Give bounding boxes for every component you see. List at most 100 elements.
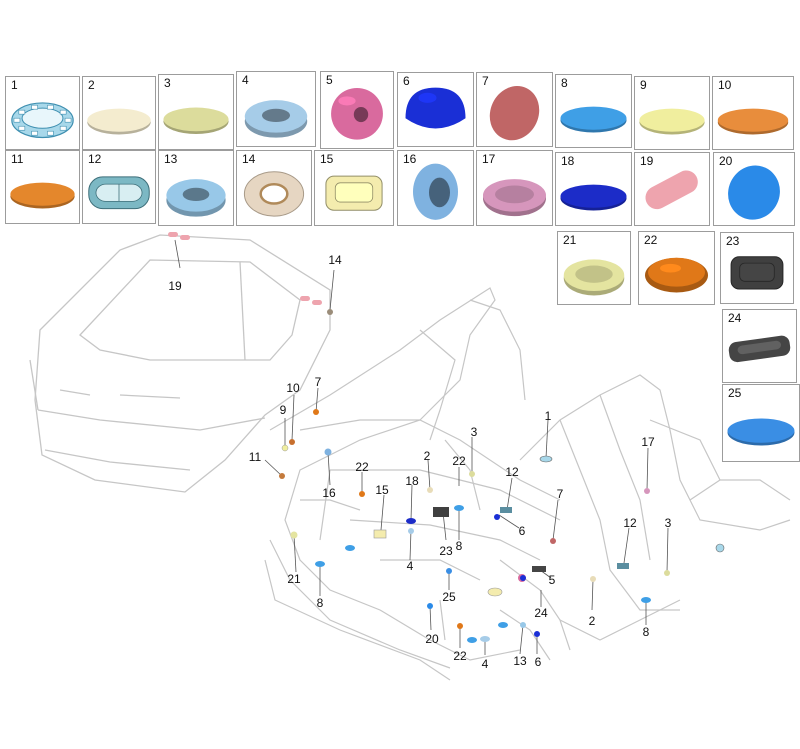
part-1-lattice-ring-icon (11, 102, 74, 139)
part-tile-19: 19 (634, 152, 710, 226)
part-tile-number: 1 (11, 78, 18, 92)
part-3-flat-disc-icon (163, 107, 229, 134)
part-8-flat-disc-icon (560, 106, 627, 133)
part-tile-5: 5 (320, 71, 394, 149)
part-9-flat-disc-icon (639, 108, 705, 135)
callout-3: 3 (665, 516, 672, 530)
part-tile-number: 19 (640, 154, 654, 168)
part-25-flat-disc-icon (727, 418, 795, 446)
part-tile-number: 3 (164, 76, 171, 90)
marker-6-c (520, 575, 526, 581)
marker-8-a (454, 505, 464, 511)
leader-lines (174, 239, 669, 655)
callout-5: 5 (549, 573, 556, 587)
marker-8-c (345, 545, 355, 551)
part-tile-24: 24 (722, 309, 797, 383)
part-tile-2: 2 (82, 76, 156, 150)
marker-2 (427, 487, 433, 493)
callout-2: 2 (424, 449, 431, 463)
part-tile-6: 6 (397, 72, 474, 147)
marker-12-b (617, 563, 629, 569)
part-tile-15: 15 (314, 150, 394, 226)
callout-7: 7 (557, 487, 564, 501)
part-tile-11: 11 (5, 150, 80, 224)
part-tile-number: 17 (482, 152, 496, 166)
marker-18 (406, 518, 416, 524)
part-tile-18: 18 (555, 152, 632, 226)
callout-18: 18 (405, 474, 419, 488)
part-16-side-ring-icon (413, 163, 458, 220)
callout-8: 8 (643, 625, 650, 639)
callout-24: 24 (534, 606, 548, 620)
callout-4: 4 (407, 559, 414, 573)
callout-7: 7 (315, 375, 322, 389)
part-tile-number: 7 (482, 74, 489, 88)
part-tile-number: 5 (326, 73, 333, 87)
part-22-dome-disc-icon (645, 257, 708, 293)
part-tile-8: 8 (555, 74, 632, 148)
part-6-bulb-plug-icon (405, 87, 466, 129)
marker-22-d (487, 587, 503, 597)
part-tile-3: 3 (158, 74, 234, 150)
part-tile-17: 17 (476, 150, 553, 226)
part-tile-25: 25 (722, 384, 800, 462)
part-tile-9: 9 (634, 76, 710, 150)
marker-24 (532, 566, 546, 572)
part-tile-14: 14 (236, 150, 312, 226)
callout-9: 9 (280, 403, 287, 417)
callout-22: 22 (452, 454, 466, 468)
callout-22: 22 (453, 649, 467, 663)
marker-25 (446, 568, 452, 574)
callout-6: 6 (535, 655, 542, 669)
marker-7 (550, 538, 556, 544)
part-tile-number: 2 (88, 78, 95, 92)
part-tile-number: 8 (561, 76, 568, 90)
callout-23: 23 (439, 544, 453, 558)
callout-20: 20 (425, 632, 439, 646)
callout-15: 15 (375, 483, 389, 497)
marker-1-b (715, 543, 725, 553)
part-23-square-frame-icon (730, 256, 784, 290)
part-7-tilted-disc-icon (489, 86, 540, 141)
callout-8: 8 (317, 596, 324, 610)
marker-22-c (313, 409, 319, 415)
part-tile-number: 24 (728, 311, 742, 325)
part-2-flat-disc-icon (87, 108, 151, 135)
marker-8-f (467, 637, 477, 643)
marker-3 (469, 471, 475, 477)
marker-23 (433, 507, 449, 517)
part-10-flat-disc-icon (717, 108, 789, 135)
part-tile-number: 11 (11, 152, 24, 166)
callout-14: 14 (328, 253, 342, 267)
callout-12: 12 (623, 516, 637, 530)
part-tile-1: 1 (5, 76, 80, 150)
callout-8: 8 (456, 539, 463, 553)
installed-parts-markers (168, 232, 725, 643)
part-24-rect-plate-icon (728, 335, 791, 363)
marker-1 (539, 455, 553, 463)
callout-17: 17 (641, 435, 655, 449)
callout-1: 1 (545, 409, 552, 423)
callout-13: 13 (513, 654, 527, 668)
callout-21: 21 (287, 572, 301, 586)
part-tile-number: 4 (242, 73, 249, 87)
part-tile-12: 12 (82, 150, 156, 224)
marker-6-a (494, 514, 500, 520)
part-tile-20: 20 (713, 152, 795, 226)
marker-8-d (641, 597, 651, 603)
part-tile-21: 21 (557, 231, 631, 305)
part-tile-16: 16 (397, 150, 474, 226)
part-tile-4: 4 (236, 71, 316, 147)
part-tile-number: 23 (726, 234, 740, 248)
marker-8-e (498, 622, 508, 628)
callout-25: 25 (442, 590, 456, 604)
marker-14 (327, 309, 333, 315)
tailgate-outline (29, 234, 331, 493)
marker-21 (290, 531, 298, 539)
part-12-oval-frame-icon (88, 176, 150, 210)
part-tile-22: 22 (638, 231, 715, 305)
part-tile-number: 14 (242, 152, 256, 166)
